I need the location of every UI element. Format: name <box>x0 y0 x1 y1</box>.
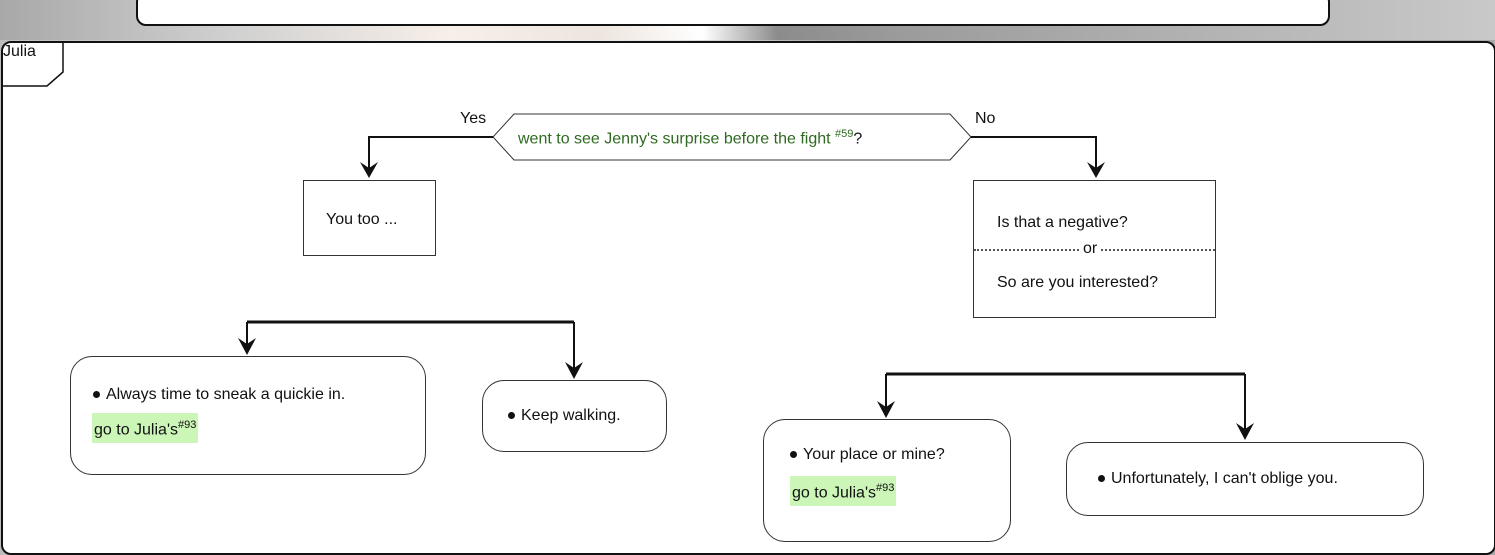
goto-julia-link[interactable]: go to Julia's#93 <box>92 413 199 444</box>
choice-left-1-text: Always time to sneak a quickie in. <box>93 386 345 404</box>
no-response-line-2: So are you interested? <box>997 274 1158 291</box>
choice-left-1[interactable]: Always time to sneak a quickie in. go to… <box>70 356 426 475</box>
bullet-icon <box>93 391 100 399</box>
goto-julia-link[interactable]: go to Julia's#93 <box>790 476 897 507</box>
previous-diagram-panel <box>136 0 1330 26</box>
no-response-box: Is that a negative? or So are you intere… <box>973 180 1216 318</box>
diagram-connectors <box>3 43 1254 440</box>
or-label: or <box>1081 240 1100 258</box>
choice-left-2[interactable]: Keep walking. <box>482 380 667 452</box>
no-branch-label: No <box>975 110 996 127</box>
yes-response-box: You too ... <box>303 180 436 256</box>
yes-response-text: You too ... <box>326 211 398 228</box>
decision-condition: went to see Jenny's surprise before the … <box>518 130 831 148</box>
no-connector <box>971 136 1097 170</box>
left-choice-arrowhead-1 <box>238 338 256 355</box>
yes-branch-label: Yes <box>460 110 487 127</box>
right-choice-arrowhead-2 <box>1236 423 1254 440</box>
choice-left-2-text: Keep walking. <box>508 407 621 425</box>
choice-right-2[interactable]: Unfortunately, I can't oblige you. <box>1066 442 1424 516</box>
bullet-icon <box>790 451 797 459</box>
choice-right-1[interactable]: Your place or mine? go to Julia's#93 <box>763 419 1011 542</box>
yes-connector <box>368 136 493 170</box>
choice-right-1-text: Your place or mine? <box>790 446 945 464</box>
yes-arrowhead <box>360 162 378 178</box>
no-response-line-1: Is that a negative? <box>997 214 1128 231</box>
decision-text: went to see Jenny's surprise before the … <box>518 128 862 148</box>
bullet-icon <box>508 412 515 420</box>
lane-tab-border <box>3 43 64 87</box>
choice-right-2-text: Unfortunately, I can't oblige you. <box>1098 470 1338 488</box>
lane-label: Julia <box>3 43 36 60</box>
decision-ref: #59 <box>835 128 854 140</box>
bullet-icon <box>1098 475 1105 483</box>
no-arrowhead <box>1087 162 1105 178</box>
decision-suffix: ? <box>853 130 863 148</box>
right-choice-arrowhead-1 <box>877 401 895 418</box>
left-choice-arrowhead-2 <box>565 362 583 379</box>
